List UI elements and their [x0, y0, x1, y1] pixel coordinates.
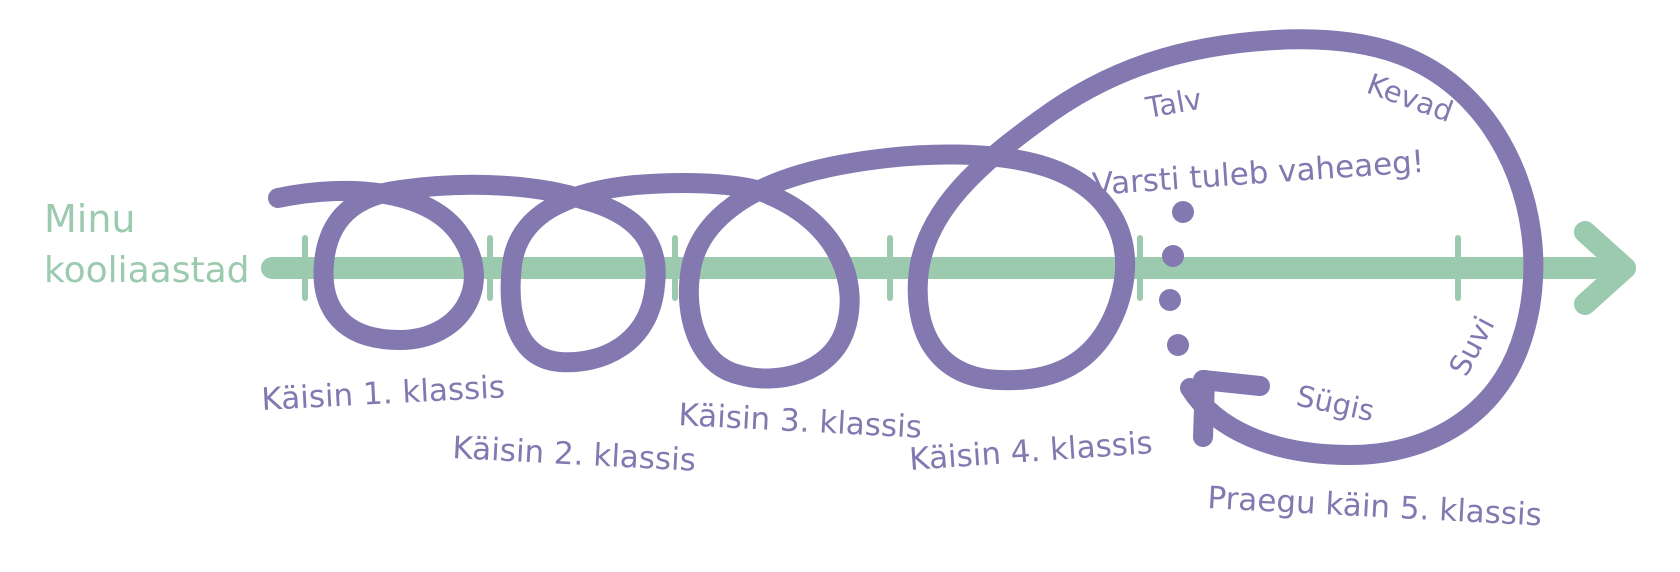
dot	[1162, 245, 1184, 267]
grade-label-2: Käisin 2. klassis	[452, 430, 697, 479]
timeline	[261, 221, 1636, 315]
season-summer: Suvi	[1442, 311, 1501, 382]
dot	[1159, 289, 1181, 311]
loop-grade-2	[500, 173, 780, 373]
title-line-2: kooliaastad	[44, 250, 250, 291]
loop-grade-1	[268, 174, 595, 350]
now-dots	[1159, 201, 1194, 356]
season-autumn: Sügis	[1294, 379, 1378, 429]
title-line-1: Minu	[44, 197, 136, 241]
dot	[1172, 201, 1194, 223]
holiday-note: Varsti tuleb vaheaeg!	[1091, 144, 1425, 203]
grade-label-3: Käisin 3. klassis	[678, 397, 923, 446]
timeline-arrowhead	[1574, 221, 1636, 315]
school-year-loops	[268, 29, 1544, 465]
dot	[1167, 334, 1189, 356]
loop-grade-4	[907, 110, 1136, 391]
grade-label-1: Käisin 1. klassis	[261, 369, 506, 418]
current-grade-label: Praegu käin 5. klassis	[1207, 480, 1543, 533]
grade-label-4: Käisin 4. klassis	[908, 425, 1154, 478]
loop-grade-5-arrowhead-top	[1193, 370, 1270, 396]
season-winter: Talv	[1142, 82, 1204, 125]
loop-grade-3	[678, 144, 1050, 389]
loop-grade-5	[1030, 29, 1544, 465]
